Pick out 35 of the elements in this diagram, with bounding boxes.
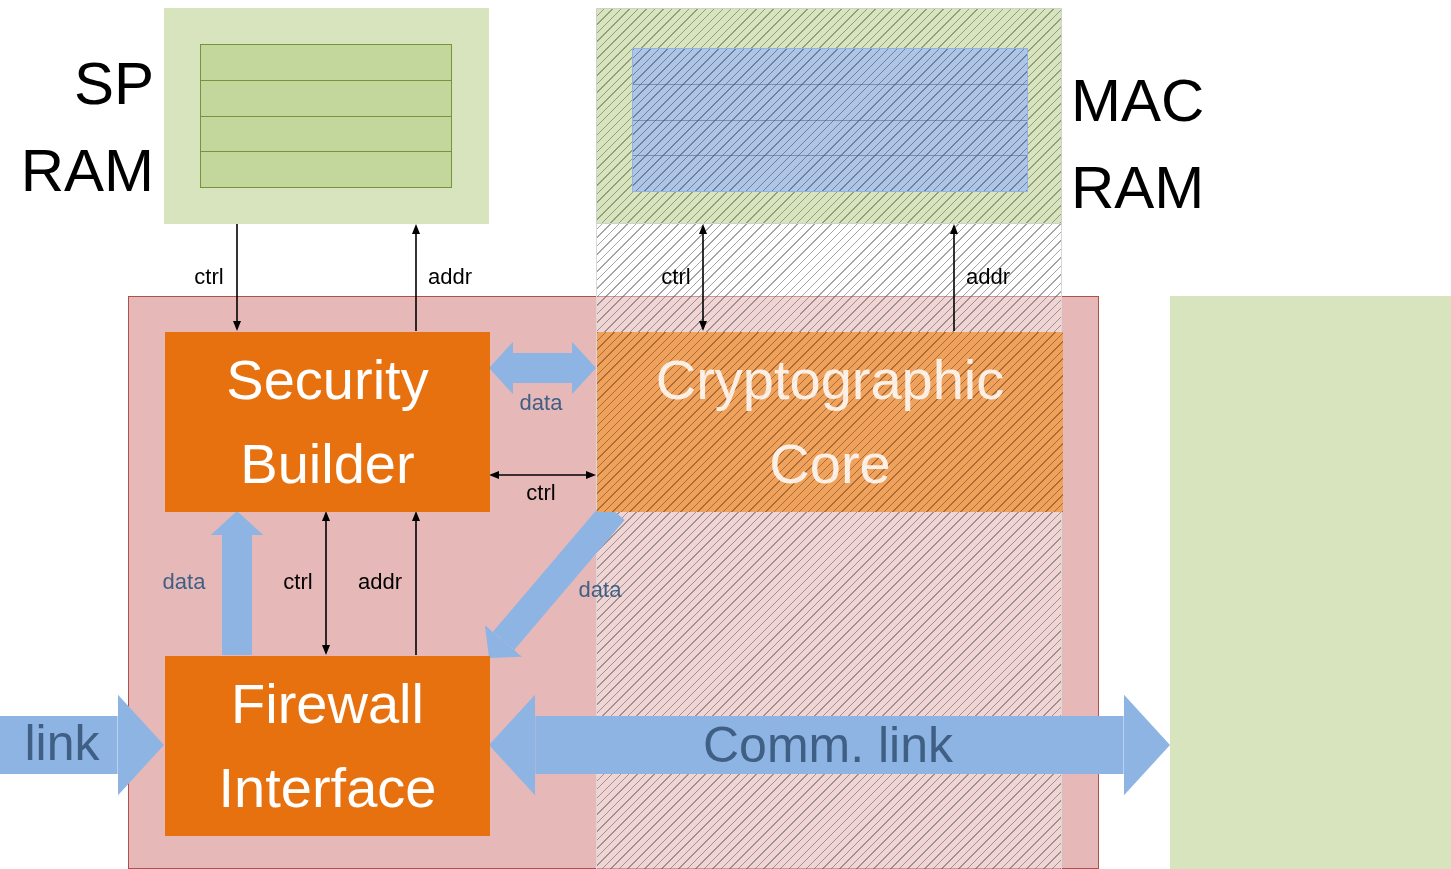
process-box	[165, 656, 490, 836]
edge-label: addr	[966, 264, 1010, 290]
edge-label: addr	[358, 569, 402, 595]
bus-arrow	[489, 694, 1170, 796]
memory-table	[632, 48, 1028, 192]
block-title: Firewall Interface	[217, 671, 438, 821]
signal-arrow	[489, 471, 596, 479]
signal-arrow	[412, 511, 420, 656]
signal-arrow	[322, 511, 330, 655]
memory-label: SP RAM	[19, 49, 154, 206]
edge-label: addr	[428, 264, 472, 290]
block-title: Security Builder	[225, 347, 430, 497]
edge-label: data	[578, 577, 622, 603]
edge-label: ctrl	[526, 480, 556, 506]
edge-label: Comm. link	[703, 717, 953, 773]
edge-label: data	[519, 390, 563, 416]
signal-arrow	[412, 224, 420, 332]
process-box	[165, 332, 490, 512]
edge-label: ctrl	[283, 569, 313, 595]
external-block	[1170, 296, 1451, 869]
bus-arrow	[0, 694, 164, 796]
memory-table	[200, 44, 452, 188]
signal-arrow	[699, 224, 707, 331]
block-title: Cryptographic Core	[654, 347, 1006, 497]
process-box	[597, 332, 1063, 512]
memory-label: MAC RAM	[1071, 66, 1206, 223]
edge-label: ctrl	[661, 264, 691, 290]
bus-arrow	[489, 341, 596, 395]
signal-arrow	[950, 224, 958, 332]
bus-arrow	[210, 511, 264, 655]
module-region	[128, 296, 1099, 869]
edge-label: data	[162, 569, 206, 595]
signal-arrow	[233, 223, 241, 331]
edge-label: ctrl	[194, 264, 224, 290]
edge-label: link	[24, 715, 100, 771]
